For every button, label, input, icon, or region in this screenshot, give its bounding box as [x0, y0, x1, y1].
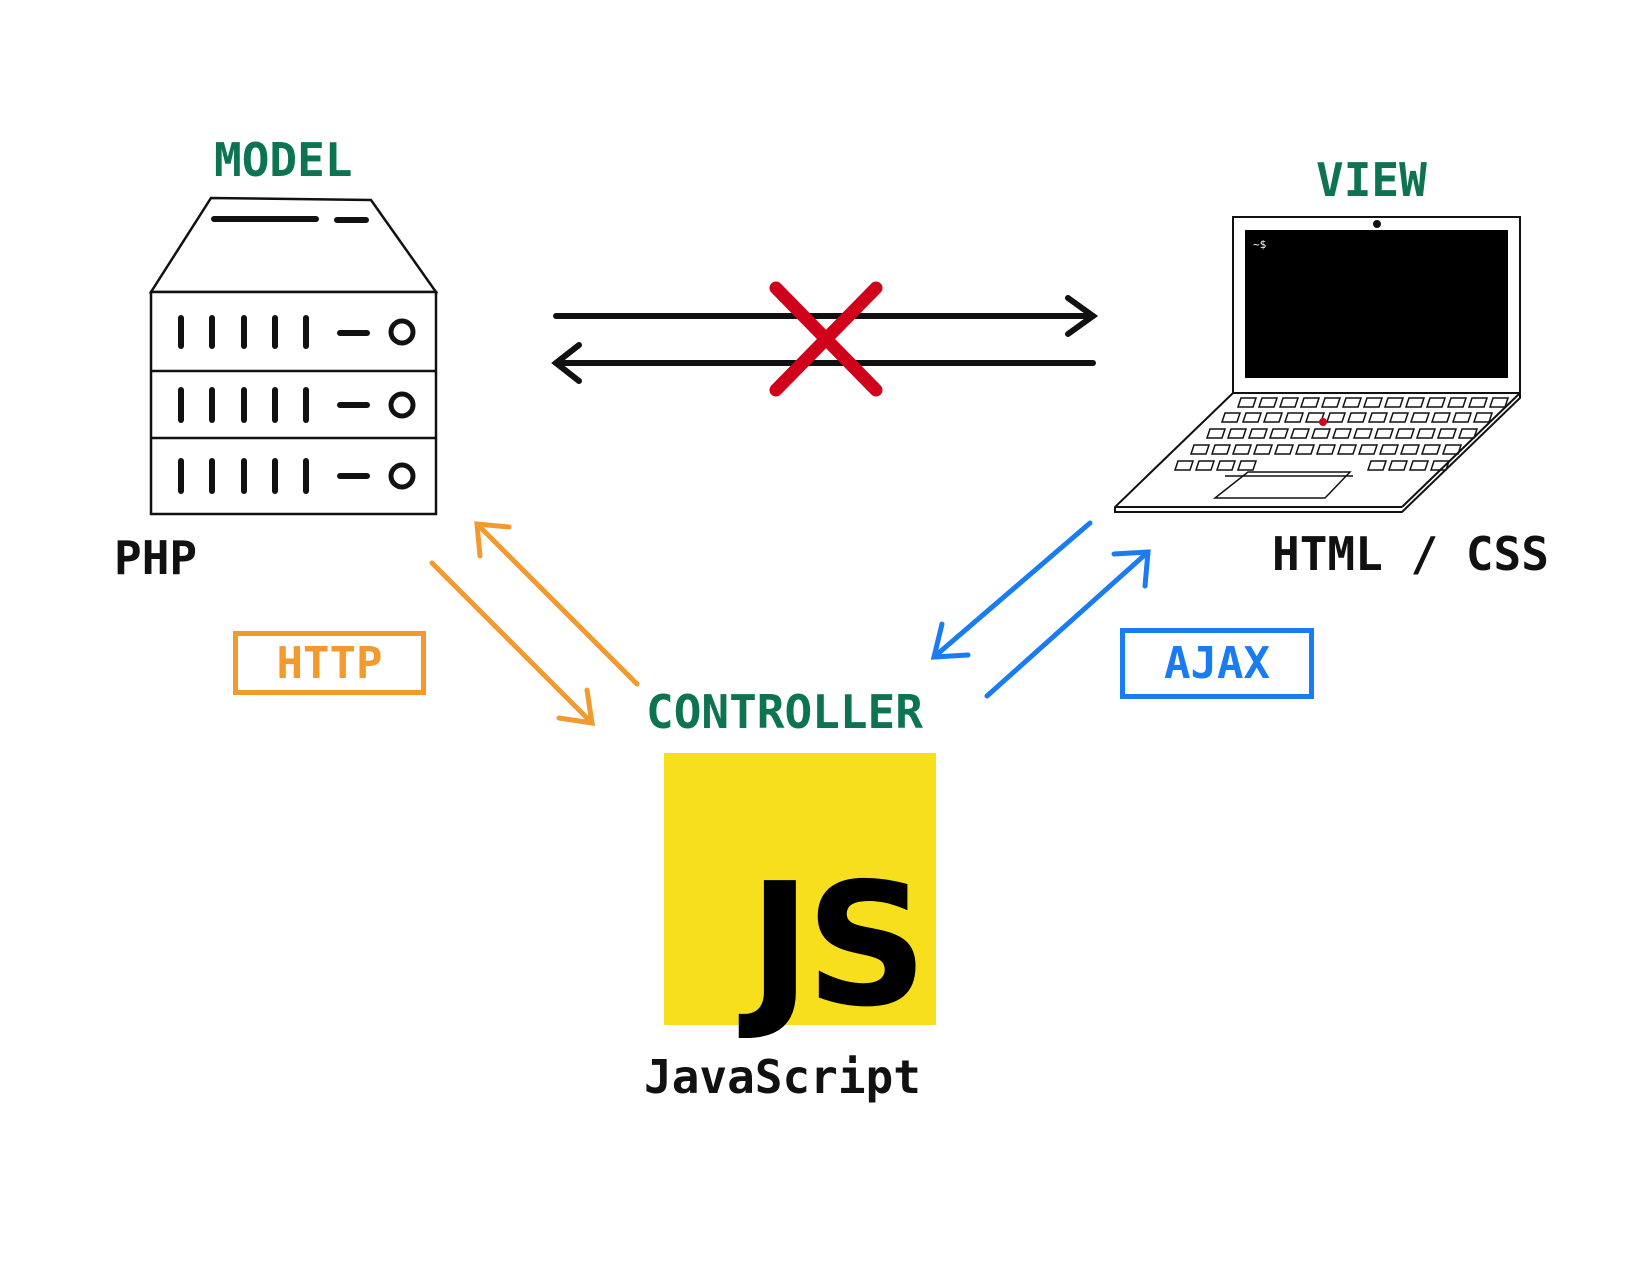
keyboard-key: [1315, 444, 1337, 455]
keyboard-key: [1336, 444, 1358, 455]
keyboard-key: [1210, 444, 1232, 455]
keyboard-key: [1388, 412, 1410, 423]
keyboard-key: [1220, 412, 1242, 423]
keyboard-key: [1226, 428, 1248, 439]
keyboard-key: [1205, 428, 1227, 439]
js-logo-icon: JS: [664, 753, 936, 1031]
keyboard-key: [1367, 412, 1389, 423]
keyboard-key: [1247, 428, 1269, 439]
controller-title: CONTROLLER: [646, 685, 923, 739]
keyboard-key: [1215, 460, 1237, 471]
js-logo-text: JS: [748, 847, 928, 1045]
keyboard-key: [1194, 460, 1216, 471]
keyboard-key: [1373, 428, 1395, 439]
terminal-prompt: ~$: [1253, 238, 1266, 251]
ajax-arrows: [930, 520, 1151, 699]
keyboard-key: [1331, 428, 1353, 439]
keyboard-key: [1352, 428, 1374, 439]
http-protocol-badge: HTTP: [233, 631, 426, 695]
keyboard-key: [1451, 412, 1473, 423]
keyboard-key: [1236, 397, 1258, 408]
keyboard-key: [1366, 460, 1388, 471]
keyboard-key: [1420, 444, 1442, 455]
keyboard-key: [1394, 428, 1416, 439]
keyboard-key: [1488, 397, 1510, 408]
server-icon: [148, 196, 439, 516]
keyboard-key: [1409, 412, 1431, 423]
keyboard-key: [1436, 428, 1458, 439]
keyboard-key: [1430, 412, 1452, 423]
keyboard-key: [1415, 428, 1437, 439]
keyboard-key: [1408, 460, 1430, 471]
blocked-x-icon: [769, 281, 883, 397]
keyboard-key: [1173, 460, 1195, 471]
keyboard-key: [1325, 412, 1347, 423]
direct-link-arrows: [551, 295, 1099, 384]
keyboard-key: [1441, 444, 1463, 455]
keyboard-key: [1257, 397, 1279, 408]
keyboard-key: [1404, 397, 1426, 408]
keyboard-key: [1268, 428, 1290, 439]
model-title: MODEL: [214, 133, 353, 187]
keyboard-key: [1341, 397, 1363, 408]
keyboard-key: [1378, 444, 1400, 455]
keyboard-key: [1289, 428, 1311, 439]
keyboard-key: [1457, 428, 1479, 439]
keyboard-key: [1429, 460, 1451, 471]
controller-technology: JavaScript: [644, 1050, 921, 1104]
keyboard-key: [1425, 397, 1447, 408]
keyboard-key: [1294, 444, 1316, 455]
keyboard-key: [1472, 412, 1494, 423]
keyboard-key: [1320, 397, 1342, 408]
keyboard-key: [1262, 412, 1284, 423]
model-technology: PHP: [114, 531, 198, 585]
keyboard-key: [1278, 397, 1300, 408]
keyboard-key: [1383, 397, 1405, 408]
keyboard-key: [1399, 444, 1421, 455]
http-arrows: [429, 521, 640, 726]
keyboard-key: [1252, 444, 1274, 455]
ajax-protocol-badge: AJAX: [1120, 628, 1314, 699]
keyboard-key: [1236, 460, 1258, 471]
keyboard-key: [1357, 444, 1379, 455]
keyboard-key: [1241, 412, 1263, 423]
keyboard-key: [1231, 444, 1253, 455]
keyboard-key: [1362, 397, 1384, 408]
laptop-icon: [1114, 216, 1521, 513]
keyboard-key: [1346, 412, 1368, 423]
view-technology: HTML / CSS: [1272, 527, 1549, 581]
keyboard-key: [1299, 397, 1321, 408]
keyboard-key: [1189, 444, 1211, 455]
keyboard-key: [1283, 412, 1305, 423]
keyboard-key: [1387, 460, 1409, 471]
keyboard-key: [1467, 397, 1489, 408]
keyboard-key: [1310, 428, 1332, 439]
keyboard-key: [1446, 397, 1468, 408]
keyboard-key: [1273, 444, 1295, 455]
view-title: VIEW: [1316, 153, 1427, 207]
